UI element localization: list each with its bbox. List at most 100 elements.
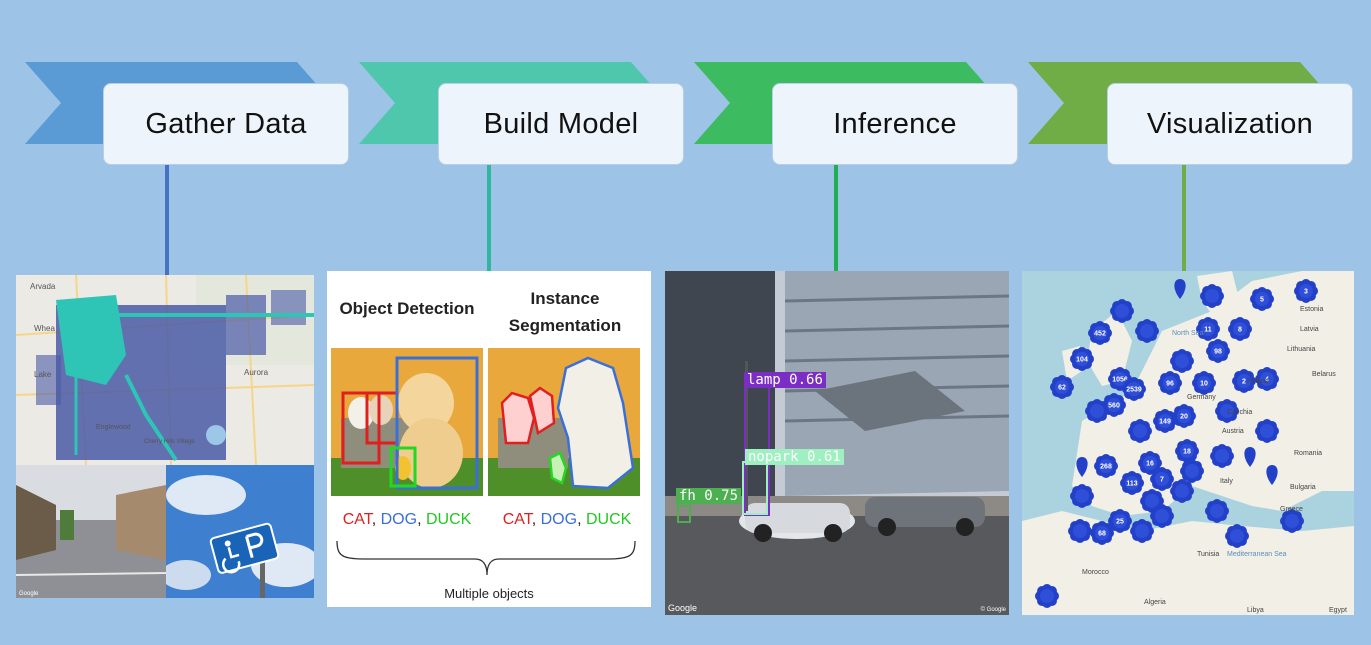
cluster-count: 96 — [1166, 381, 1174, 388]
map-cluster-marker[interactable] — [1225, 524, 1249, 548]
cluster-count: 62 — [1058, 385, 1066, 392]
step-label: Visualization — [1146, 107, 1314, 140]
map-cluster-marker[interactable] — [1135, 319, 1159, 343]
map-cluster-marker[interactable]: 7 — [1150, 467, 1174, 491]
class-duck: DUCK — [425, 511, 472, 528]
map-cluster-marker[interactable]: 113 — [1120, 471, 1144, 495]
map-cluster-marker[interactable] — [1150, 504, 1174, 528]
brace — [336, 540, 636, 576]
country-label: Estonia — [1300, 306, 1323, 313]
connector-line — [487, 165, 491, 271]
map-cluster-marker[interactable]: 96 — [1158, 371, 1182, 395]
map-cluster-marker[interactable] — [1280, 509, 1304, 533]
map-cluster-marker[interactable] — [1140, 489, 1164, 513]
detection-score: 0.75 — [704, 488, 739, 504]
map-cluster-marker[interactable]: 8 — [1228, 317, 1252, 341]
map-cluster-marker[interactable]: 25 — [1108, 509, 1132, 533]
map-cluster-marker[interactable] — [1200, 284, 1224, 308]
cluster-count: 2 — [1242, 379, 1246, 386]
map-cluster-marker[interactable]: 10 — [1192, 371, 1216, 395]
map-cluster-marker[interactable] — [1255, 419, 1279, 443]
map-cluster-marker[interactable]: 5 — [1250, 287, 1274, 311]
map-cluster-marker[interactable] — [1128, 419, 1152, 443]
detection-label-nopark: nopark 0.61 — [745, 449, 844, 465]
map-cluster-marker[interactable] — [1070, 484, 1094, 508]
map-cluster-marker[interactable]: 104 — [1070, 347, 1094, 371]
cluster-count: 3 — [1304, 289, 1308, 296]
map-place-label: Arvada — [30, 282, 56, 291]
country-label: Libya — [1247, 607, 1264, 614]
map-cluster-marker[interactable]: 98 — [1206, 339, 1230, 363]
inference-panel: lamp 0.66 nopark 0.61 fh 0.75 Google © G… — [665, 271, 1009, 615]
map-pin-icon[interactable] — [1244, 447, 1256, 467]
map-cluster-marker[interactable] — [1170, 479, 1194, 503]
image-watermark: Google — [668, 603, 698, 613]
step-label: Build Model — [483, 107, 639, 140]
class-separator: , — [531, 511, 541, 528]
map-cluster-marker[interactable]: 11 — [1196, 317, 1220, 341]
connector-line — [165, 165, 169, 275]
map-cluster-marker[interactable]: 62 — [1050, 375, 1074, 399]
map-cluster-marker[interactable] — [1170, 349, 1194, 373]
country-label: Belarus — [1312, 371, 1336, 378]
map-cluster-marker[interactable]: 2 — [1232, 369, 1256, 393]
map-cluster-marker[interactable] — [1215, 399, 1239, 423]
map-cluster-marker[interactable] — [1068, 519, 1092, 543]
map-cluster-marker[interactable] — [1210, 444, 1234, 468]
step-inference: Inference — [772, 83, 1018, 165]
map-cluster-marker[interactable]: 4 — [1255, 367, 1279, 391]
country-label: Czechia — [1227, 409, 1252, 416]
detection-box-fh — [677, 505, 691, 523]
segmentation-image — [488, 348, 640, 496]
cluster-count: 452 — [1094, 331, 1106, 338]
sea-label: North Sea — [1172, 330, 1204, 337]
map-cluster-marker[interactable] — [1180, 459, 1204, 483]
country-label: Morocco — [1082, 569, 1109, 576]
sea-label: Mediterranean Sea — [1227, 551, 1287, 558]
map-cluster-marker[interactable] — [1035, 584, 1059, 608]
cluster-count: 4 — [1265, 377, 1269, 384]
class-separator: , — [577, 511, 586, 528]
country-label: Lithuania — [1287, 346, 1316, 353]
map-cluster-marker[interactable] — [1110, 299, 1134, 323]
step-label: Gather Data — [145, 107, 307, 140]
step-gather-data: Gather Data — [103, 83, 349, 165]
map-pin-icon[interactable] — [1076, 457, 1088, 477]
cluster-count: 10 — [1200, 381, 1208, 388]
class-cat: CAT — [342, 511, 372, 528]
street-scene-photo — [665, 271, 1009, 615]
step-build-model: Build Model — [438, 83, 684, 165]
gather-data-panel: Arvada Whea Lake Aurora Englewood Cherry… — [16, 275, 314, 598]
map-pin-icon[interactable] — [1266, 465, 1278, 485]
map-cluster-marker[interactable]: 268 — [1094, 454, 1118, 478]
map-cluster-marker[interactable] — [1205, 499, 1229, 523]
map-cluster-marker[interactable]: 3 — [1294, 279, 1318, 303]
map-pin-icon[interactable] — [1174, 279, 1186, 299]
object-detection-heading: Object Detection — [339, 299, 475, 318]
class-dog: DOG — [540, 511, 578, 528]
class-dog: DOG — [380, 511, 418, 528]
country-label: Romania — [1294, 450, 1322, 457]
detection-label-fh: fh 0.75 — [676, 488, 742, 504]
image-copyright: © Google — [980, 607, 1006, 613]
detection-classes: CAT, DOG, DUCK — [327, 511, 487, 529]
map-cluster-marker[interactable]: 68 — [1090, 521, 1114, 545]
country-label: Egypt — [1329, 607, 1347, 614]
instance-segmentation-heading: Instance Segmentation — [508, 289, 622, 335]
map-cluster-marker[interactable]: 560 — [1102, 393, 1126, 417]
map-place-label: Whea — [34, 324, 55, 333]
map-cluster-marker[interactable]: 2539 — [1122, 377, 1146, 401]
cluster-count: 11 — [1204, 327, 1212, 334]
country-label: Algeria — [1144, 599, 1166, 606]
country-label: Poland — [1247, 378, 1269, 385]
detection-class: nopark — [748, 449, 799, 465]
detection-box-nopark — [742, 461, 768, 515]
cluster-count: 104 — [1076, 357, 1088, 364]
map-cluster-marker[interactable]: 452 — [1088, 321, 1112, 345]
map-cluster-marker[interactable]: 20 — [1172, 404, 1196, 428]
cluster-count: 7 — [1160, 477, 1164, 484]
map-cluster-marker[interactable] — [1130, 519, 1154, 543]
map-cluster-marker[interactable] — [1085, 399, 1109, 423]
map-cluster-marker[interactable]: 18 — [1175, 439, 1199, 463]
